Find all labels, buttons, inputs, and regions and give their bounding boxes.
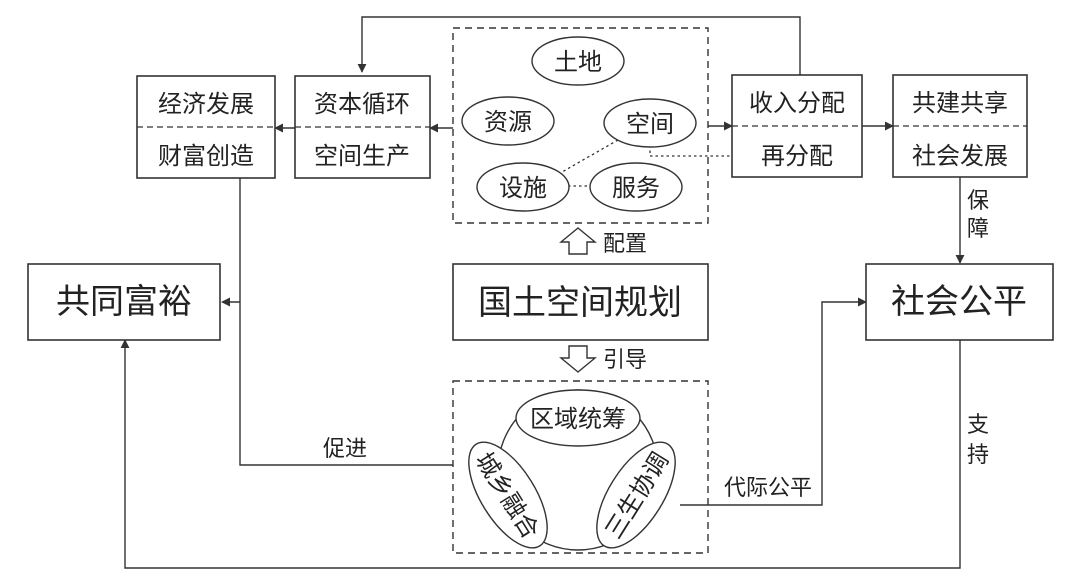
common-prosperity-label: 共同富裕 <box>56 282 192 322</box>
allocate-arrow-icon <box>559 227 597 255</box>
redistribution-label: 再分配 <box>761 142 833 170</box>
facilities-ellipse <box>476 162 570 212</box>
loop-arrow-distribution-to-capital <box>357 16 801 75</box>
land-label: 土地 <box>554 48 602 76</box>
facilities-label: 设施 <box>499 174 547 202</box>
space-label: 空间 <box>626 110 674 138</box>
resource-ellipse <box>461 96 555 146</box>
space-ellipse <box>603 98 697 148</box>
three-life-ellipse <box>596 441 676 549</box>
services-label: 服务 <box>612 174 660 202</box>
arrow-equity-to-prosperity <box>120 339 961 569</box>
urban-rural-ellipse <box>468 441 548 549</box>
guide-label: 引导 <box>603 348 647 373</box>
intergenerational-label: 代际公平 <box>724 476 812 501</box>
co-build-share-label: 共建共享 <box>912 89 1008 117</box>
regional-ellipse <box>515 389 641 447</box>
promote-label: 促进 <box>323 437 367 462</box>
allocate-label: 配置 <box>603 232 647 257</box>
resource-label: 资源 <box>484 108 532 136</box>
services-ellipse <box>589 162 683 212</box>
resource-allocation-box <box>452 27 709 224</box>
income-distribution-label: 收入分配 <box>749 89 845 117</box>
regional-label: 区域统筹 <box>530 405 626 433</box>
guidance-box <box>452 380 709 554</box>
common-prosperity-box <box>27 263 221 341</box>
capital-cycle-label: 资本循环 <box>314 90 410 118</box>
dotted-space-to-redistribution <box>649 145 751 161</box>
social-dev-label: 社会发展 <box>912 142 1008 170</box>
social-equity-box <box>865 263 1054 341</box>
space-production-label: 空间生产 <box>314 142 410 170</box>
line-wealth-to-guidance <box>239 178 453 466</box>
guarantee-label-2: 障 <box>967 217 989 242</box>
planning-box <box>452 263 709 341</box>
social-equity-label: 社会公平 <box>891 282 1027 322</box>
land-ellipse <box>531 36 625 86</box>
guarantee-label-1: 保 <box>967 189 989 214</box>
arrow-threelife-to-equity <box>680 297 867 506</box>
planning-label: 国土空间规划 <box>478 283 682 323</box>
guide-arrow-icon <box>559 345 597 373</box>
econ-dev-label: 经济发展 <box>158 90 254 118</box>
support-label-1: 支 <box>967 413 989 438</box>
support-label-2: 持 <box>967 443 989 468</box>
wealth-creation-label: 财富创造 <box>158 142 254 170</box>
